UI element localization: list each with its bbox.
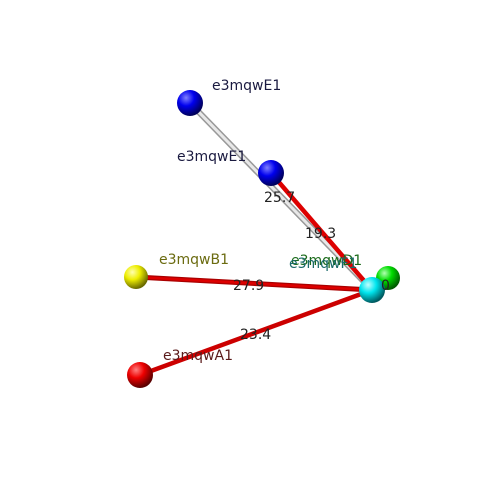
bond-b1-f1-highlight — [134, 275, 374, 292]
bond-e1-upper-f1-highlight — [188, 101, 374, 292]
atoms — [124, 90, 400, 388]
atom-e1-upper[interactable] — [177, 90, 203, 116]
atom-a1[interactable] — [127, 362, 153, 388]
label-e1-upper: e3mqwE1 — [212, 78, 281, 94]
atom-b1[interactable] — [124, 265, 148, 289]
atom-labels: e3mqwE1 e3mqwE1 e3mqwB1 e3mqwA1 e3mqwD1 … — [159, 78, 362, 364]
label-e1-lower: e3mqwE1 — [177, 149, 246, 165]
distance-label-e1-upper-f1: 19.3 — [305, 226, 336, 242]
distance-label-b1-f1: 27.9 — [233, 278, 264, 294]
distance-labels: 25.7 19.3 27.9 23.4 0 — [233, 190, 390, 343]
atom-e1-lower[interactable] — [258, 160, 284, 186]
label-f1: e3mqwF1 — [289, 256, 357, 272]
atom-f1[interactable] — [359, 277, 385, 303]
distance-label-d1-f1: 0 — [381, 278, 390, 294]
bond-e1-lower-f1 — [268, 170, 375, 293]
bond-a1-f1 — [137, 287, 375, 378]
distance-label-e1-f1: 25.7 — [264, 190, 295, 206]
label-a1: e3mqwA1 — [163, 348, 233, 364]
bonds — [133, 100, 375, 378]
label-b1: e3mqwB1 — [159, 252, 229, 268]
distance-label-a1-f1: 23.4 — [240, 327, 271, 343]
label-d1: e3mqwD1 — [291, 253, 362, 269]
